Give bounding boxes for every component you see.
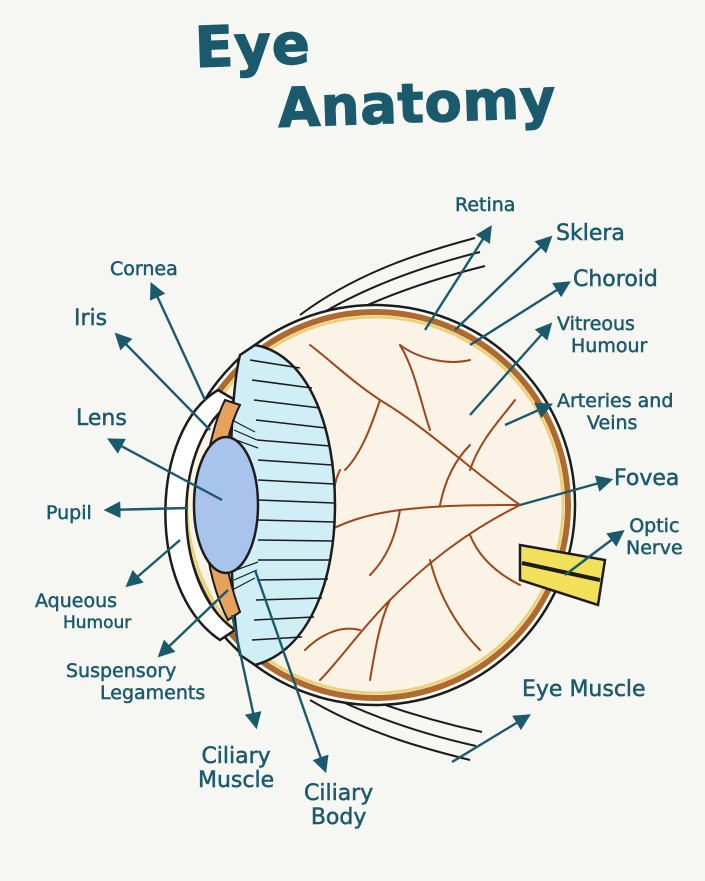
- label-pupil: Pupil: [46, 502, 92, 525]
- label-vitreous-humour: Vitreous Humour: [557, 313, 648, 358]
- label-cornea: Cornea: [110, 258, 178, 281]
- label-ciliary-muscle-line-2: Muscle: [198, 768, 275, 793]
- label-fovea: Fovea: [614, 466, 680, 491]
- label-arteries-line-1: Arteries and: [557, 390, 674, 413]
- arrow-ciliary-muscle: [230, 614, 262, 730]
- label-vitreous-line-1: Vitreous: [557, 313, 635, 336]
- label-suspensory-line-1: Suspensory: [66, 660, 177, 683]
- arrow-vitreous: [469, 322, 553, 416]
- page-title-line-1: Eye: [193, 11, 312, 82]
- arrow-iris: [114, 332, 211, 431]
- label-ciliary-body: Ciliary Body: [304, 781, 374, 830]
- arrow-sklera: [454, 235, 553, 331]
- arrow-lens: [107, 438, 223, 502]
- arrow-choroid: [469, 281, 571, 347]
- label-ciliary-muscle-line-1: Ciliary: [201, 744, 271, 769]
- arrow-cornea: [149, 281, 207, 401]
- arrow-fovea: [519, 475, 614, 507]
- label-optic-nerve: Optic Nerve: [626, 515, 683, 560]
- arrow-ciliary-body: [253, 569, 329, 774]
- label-arteries-and-veins: Arteries and Veins: [557, 390, 674, 435]
- label-sklera: Sklera: [556, 221, 625, 246]
- label-eye-muscle: Eye Muscle: [522, 677, 646, 702]
- page-title-line-2: Anatomy: [276, 66, 558, 140]
- arrow-arteries: [504, 402, 554, 427]
- label-optic-line-2: Nerve: [626, 537, 683, 560]
- suspensory-ligaments: [231, 419, 259, 591]
- label-ciliary-body-line-2: Body: [310, 805, 367, 830]
- label-arrows: [103, 225, 625, 774]
- arrow-eye-muscle: [451, 714, 531, 764]
- label-optic-line-1: Optic: [629, 515, 680, 538]
- arrow-aqueous: [125, 539, 181, 588]
- cornea: [164, 388, 238, 642]
- label-choroid: Choroid: [573, 267, 658, 292]
- ciliary-body: [229, 343, 337, 667]
- label-vitreous-line-2: Humour: [571, 335, 648, 358]
- lens: [192, 435, 260, 575]
- label-retina: Retina: [455, 194, 516, 217]
- label-suspensory-ligaments: Suspensory Legaments: [66, 660, 206, 705]
- label-aqueous-humour: Aqueous Humour: [35, 590, 132, 634]
- label-lens: Lens: [76, 406, 127, 431]
- arrow-suspensory: [157, 589, 229, 658]
- label-iris: Iris: [74, 306, 108, 331]
- arrow-pupil: [103, 501, 189, 519]
- label-aqueous-line-1: Aqueous: [35, 590, 118, 613]
- label-ciliary-muscle: Ciliary Muscle: [198, 744, 275, 793]
- label-arteries-line-2: Veins: [587, 412, 638, 435]
- arrow-retina: [423, 225, 492, 331]
- label-ciliary-body-line-1: Ciliary: [304, 781, 374, 806]
- label-suspensory-line-2: Legaments: [100, 682, 206, 705]
- arrow-optic: [564, 529, 625, 576]
- label-aqueous-line-2: Humour: [63, 613, 132, 634]
